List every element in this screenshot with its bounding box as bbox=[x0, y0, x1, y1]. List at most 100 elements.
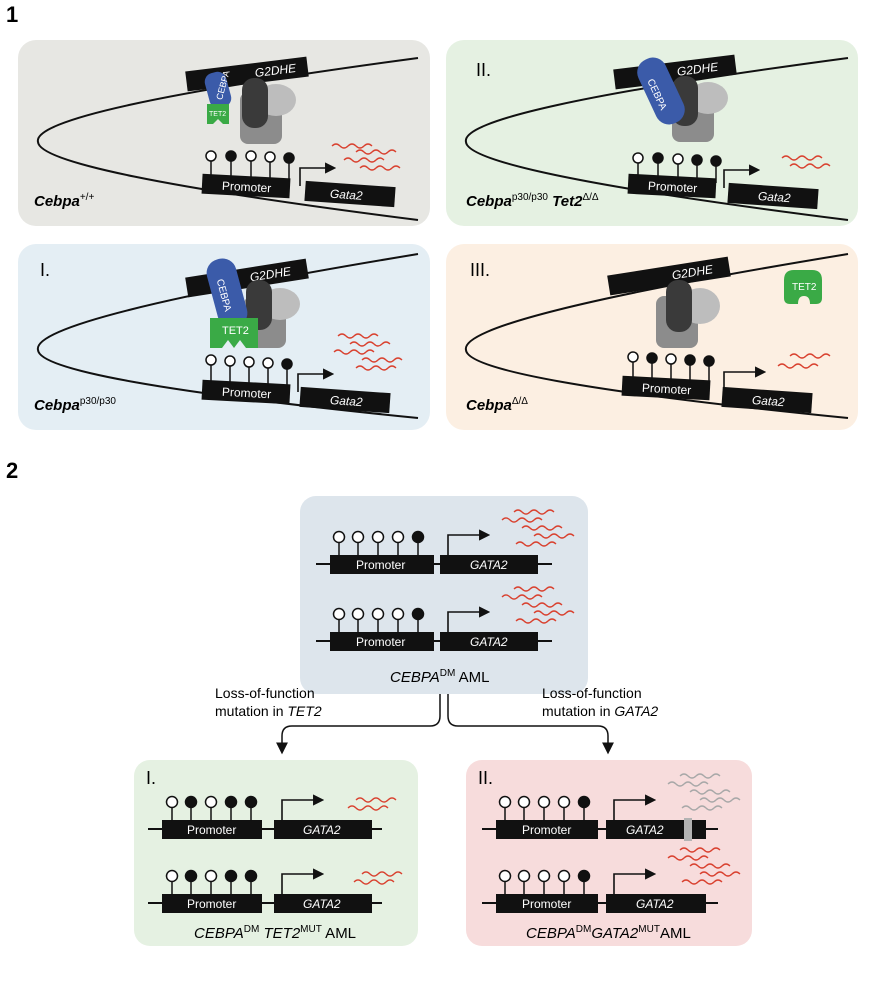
arrow-right bbox=[447, 694, 614, 755]
roman-label: I. bbox=[40, 260, 50, 280]
promoter-label: Promoter bbox=[356, 558, 405, 572]
cebpa-protein bbox=[206, 258, 248, 328]
transcripts bbox=[331, 143, 401, 171]
promoter-box bbox=[330, 632, 434, 651]
panel2-II: II. Promoter GATA2 bbox=[466, 760, 752, 946]
locus-row: Promoter GATA2 bbox=[148, 868, 403, 913]
tss-arrow bbox=[281, 868, 325, 894]
gene-box bbox=[727, 182, 819, 210]
genotype-label: CEBPADM AML bbox=[390, 668, 490, 686]
gene-box bbox=[440, 555, 538, 574]
promoter-box bbox=[330, 555, 434, 574]
gene-box-mutant bbox=[606, 820, 706, 839]
tet2-label: TET2 bbox=[792, 282, 817, 293]
complex-shape bbox=[666, 280, 692, 332]
panel-wt-bg bbox=[18, 40, 430, 226]
promoter-label: Promoter bbox=[522, 823, 571, 837]
locus-row: Promoter GATA2 bbox=[148, 794, 397, 839]
locus-row: Promoter GATA2 bbox=[482, 773, 741, 841]
gene-label: Gata2 bbox=[329, 187, 363, 203]
panel-III: III. G2DHE TET2 Promoter Gata2 CebpaΔ/Δ bbox=[446, 244, 858, 430]
cpg-sites bbox=[632, 152, 722, 183]
cpg-sites bbox=[205, 354, 293, 387]
left-arrow-text-line2: mutation in TET2 bbox=[215, 703, 322, 719]
tss-arrow bbox=[613, 868, 657, 894]
tet2-protein-free bbox=[784, 270, 822, 304]
transcripts bbox=[501, 509, 575, 547]
panel-III-bg bbox=[446, 244, 858, 430]
gene-box bbox=[274, 894, 372, 913]
tss-arrow bbox=[297, 368, 335, 392]
arrow-left bbox=[276, 694, 441, 755]
gene-label: Gata2 bbox=[757, 189, 791, 205]
panel2-II-bg bbox=[466, 760, 752, 946]
locus-row: Promoter GATA2 bbox=[316, 509, 575, 574]
genotype-label: Cebpap30/p30 bbox=[34, 396, 116, 414]
promoter-box bbox=[162, 820, 262, 839]
tss-arrow bbox=[613, 794, 657, 820]
tet2-label: TET2 bbox=[209, 111, 226, 118]
cebpa-protein bbox=[204, 71, 232, 109]
promoter-box bbox=[621, 375, 711, 401]
roman-label: I. bbox=[146, 768, 156, 788]
tet2-protein bbox=[210, 318, 258, 348]
panel2-top-bg bbox=[300, 496, 588, 694]
left-arrow-text-line1: Loss-of-function bbox=[215, 685, 315, 701]
promoter-label: Promoter bbox=[356, 635, 405, 649]
enhancer-label: G2DHE bbox=[254, 61, 298, 80]
cpg-sites bbox=[165, 795, 258, 821]
gene-box bbox=[721, 386, 813, 414]
section-2-label: 2 bbox=[6, 458, 18, 483]
complex-shape bbox=[242, 78, 268, 128]
cpg-sites bbox=[332, 607, 425, 633]
cpg-sites bbox=[332, 530, 425, 556]
gene-label: GATA2 bbox=[626, 823, 664, 837]
gene-box bbox=[304, 180, 396, 208]
roman-label: II. bbox=[478, 768, 493, 788]
promoter-box bbox=[496, 894, 598, 913]
panel2-I-bg bbox=[134, 760, 418, 946]
tet2-protein bbox=[207, 104, 229, 124]
promoter-label: Promoter bbox=[648, 179, 698, 196]
tss-arrow bbox=[447, 606, 491, 632]
transcripts bbox=[333, 333, 403, 371]
panel-II: II. G2DHE CEBPA Promoter Gata2 Cebpap30/… bbox=[446, 40, 858, 226]
promoter-label: Promoter bbox=[222, 385, 272, 402]
transcripts bbox=[667, 847, 741, 885]
cpg-sites bbox=[205, 150, 295, 182]
gene-box bbox=[606, 894, 706, 913]
enhancer-label: G2DHE bbox=[671, 262, 715, 282]
tss-arrow bbox=[447, 529, 491, 555]
roman-label: II. bbox=[476, 60, 491, 80]
cpg-sites bbox=[498, 869, 591, 895]
transcripts-nonfunctional bbox=[667, 773, 741, 811]
promoter-label: Promoter bbox=[187, 823, 236, 837]
genotype-label: Cebpa+/+ bbox=[34, 192, 94, 210]
transcripts bbox=[781, 155, 831, 169]
tss-arrow bbox=[723, 366, 767, 390]
genotype-label: CEBPADMGATA2MUTAML bbox=[526, 924, 691, 942]
section-1-label: 1 bbox=[6, 2, 18, 27]
transcripts bbox=[353, 871, 403, 885]
promoter-box bbox=[201, 173, 291, 199]
genotype-label: Cebpap30/p30 Tet2Δ/Δ bbox=[466, 192, 599, 210]
right-arrow-text-line1: Loss-of-function bbox=[542, 685, 642, 701]
promoter-label: Promoter bbox=[187, 897, 236, 911]
gene-box bbox=[274, 820, 372, 839]
promoter-box bbox=[627, 173, 717, 199]
gene-label: GATA2 bbox=[470, 635, 508, 649]
gene-label: GATA2 bbox=[470, 558, 508, 572]
enhancer-label: G2DHE bbox=[676, 60, 720, 79]
cpg-sites bbox=[627, 351, 715, 384]
right-arrow-text-line2: mutation in GATA2 bbox=[542, 703, 658, 719]
cpg-sites bbox=[165, 869, 258, 895]
cebpa-protein bbox=[637, 57, 685, 125]
gene-label: Gata2 bbox=[751, 393, 785, 409]
gene-box bbox=[440, 632, 538, 651]
roman-label: III. bbox=[470, 260, 490, 280]
complex-shape bbox=[246, 280, 272, 330]
branch-arrows bbox=[276, 694, 614, 755]
gene-label: GATA2 bbox=[636, 897, 674, 911]
promoter-label: Promoter bbox=[642, 381, 692, 398]
